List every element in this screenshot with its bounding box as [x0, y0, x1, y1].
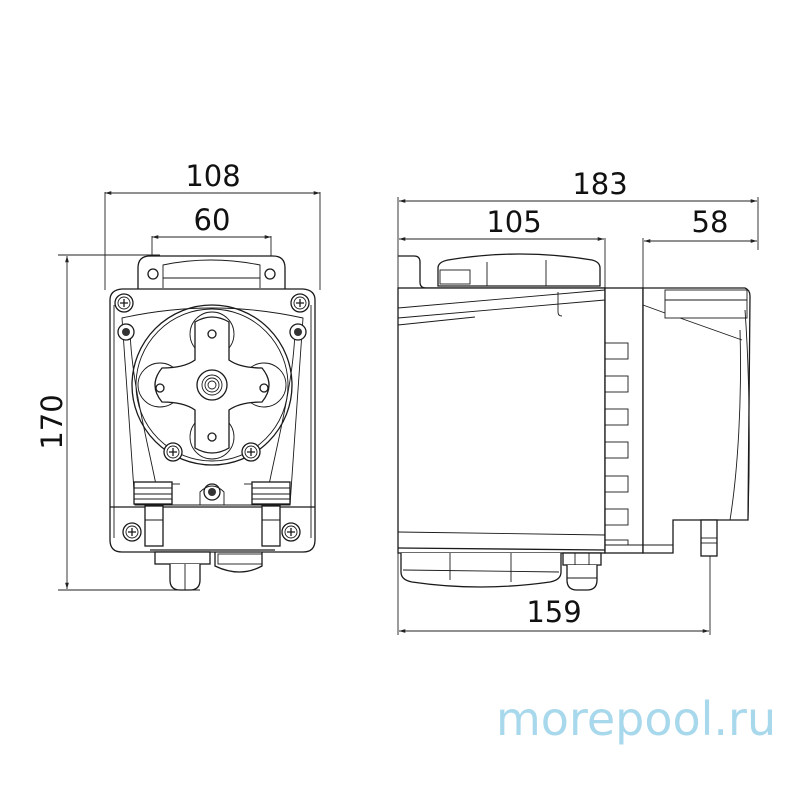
- dim-rear-section-depth: 58: [692, 205, 729, 239]
- dim-pump-head-depth: 105: [486, 205, 541, 239]
- dim-overall-depth: 183: [572, 167, 627, 201]
- dim-mounting-spacing: 60: [194, 203, 231, 237]
- side-view: 183 105 58 159: [397, 167, 759, 635]
- dim-overall-height: 170: [35, 394, 69, 449]
- dim-base-depth: 159: [526, 595, 581, 629]
- pump-head-body: [397, 287, 606, 554]
- dim-overall-width: 108: [185, 159, 240, 193]
- watermark: morepool.ru: [496, 692, 777, 746]
- rotor: [137, 311, 287, 460]
- rear-housing: [642, 287, 751, 554]
- front-view: 108 60 170: [35, 159, 321, 591]
- tube-fittings: [133, 481, 291, 547]
